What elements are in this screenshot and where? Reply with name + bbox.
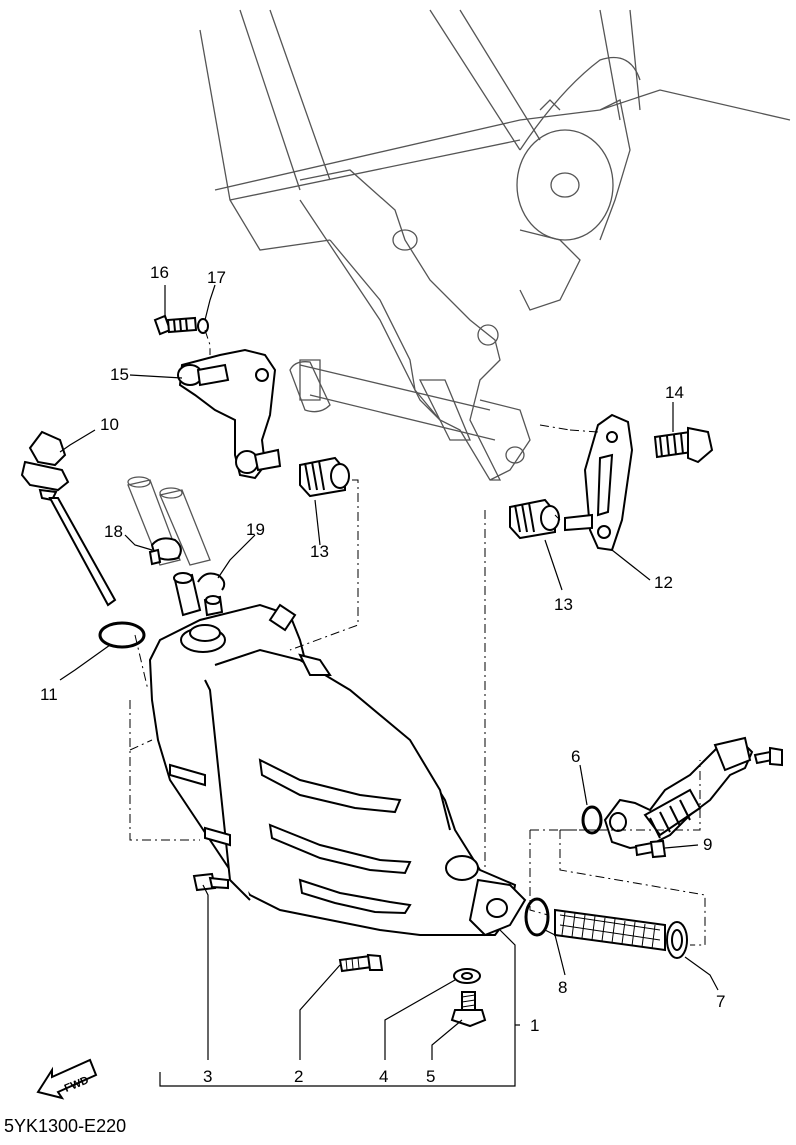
callout-7: 7 xyxy=(716,992,725,1011)
clip-19 xyxy=(197,572,226,591)
washer-4 xyxy=(453,968,481,984)
bolt-9 xyxy=(634,839,667,859)
bolt-3 xyxy=(192,872,229,892)
diagram-code: 5YK1300-E220 xyxy=(4,1116,127,1136)
plate-12 xyxy=(564,413,634,552)
fwd-arrow-icon: FWD xyxy=(36,1058,98,1100)
callout-9: 9 xyxy=(703,835,712,854)
hose-clamp-18 xyxy=(148,537,182,566)
callout-10: 10 xyxy=(100,415,119,434)
oil-tank xyxy=(148,603,527,937)
bolt-2 xyxy=(338,953,384,973)
washer-17 xyxy=(197,318,209,334)
bracket-15 xyxy=(177,348,282,480)
callout-15: 15 xyxy=(110,365,129,384)
breather-hoses xyxy=(127,476,211,566)
callout-13-lower: 13 xyxy=(554,595,573,614)
callout-14: 14 xyxy=(665,383,684,402)
callout-2: 2 xyxy=(294,1067,303,1086)
alignment-lines xyxy=(129,329,706,946)
callout-1: 1 xyxy=(530,1016,539,1035)
collar-13-lower xyxy=(509,498,560,540)
callout-8: 8 xyxy=(558,978,567,997)
frame-ghost xyxy=(199,9,791,481)
callout-labels: 1 2 3 4 5 6 7 8 9 10 11 12 13 13 14 15 1… xyxy=(40,263,725,1086)
dipstick-10 xyxy=(20,430,117,607)
o-ring-11 xyxy=(98,621,146,649)
bolt-14 xyxy=(653,426,714,464)
bolt-16 xyxy=(153,314,198,336)
drain-bolt-5 xyxy=(450,991,487,1028)
callout-18: 18 xyxy=(104,522,123,541)
callout-6: 6 xyxy=(571,747,580,766)
o-ring-6 xyxy=(581,805,603,835)
leader-lines xyxy=(59,284,719,1087)
oil-hose-fitting xyxy=(603,736,783,850)
o-ring-8 xyxy=(524,897,550,937)
tank-nipples xyxy=(173,572,224,617)
callout-4: 4 xyxy=(379,1067,388,1086)
collar-13-upper xyxy=(299,456,350,498)
callout-11: 11 xyxy=(40,685,58,704)
callout-5: 5 xyxy=(426,1067,435,1086)
callout-12: 12 xyxy=(654,573,673,592)
callout-13-upper: 13 xyxy=(310,542,329,561)
strainer-7 xyxy=(554,908,688,959)
callout-16: 16 xyxy=(150,263,169,282)
callout-3: 3 xyxy=(203,1067,212,1086)
callout-17: 17 xyxy=(207,268,226,287)
callout-19: 19 xyxy=(246,520,265,539)
